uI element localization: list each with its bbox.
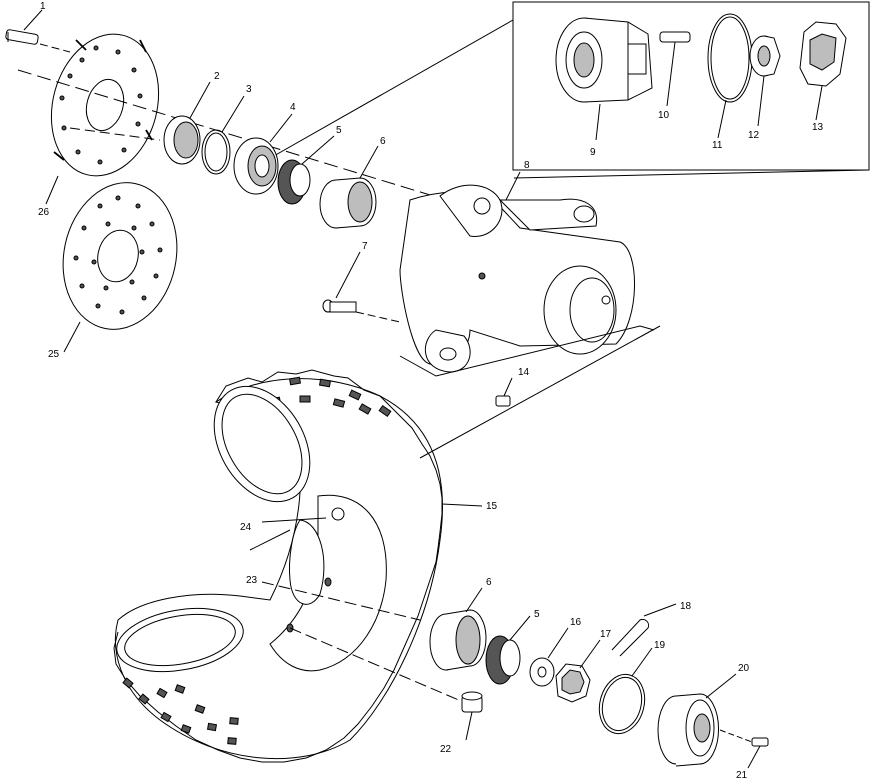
- callout-4: 4: [290, 102, 296, 113]
- callout-22: 22: [440, 744, 452, 755]
- callout-24: 24: [240, 522, 252, 533]
- part-5-bearing-lower: [485, 615, 531, 685]
- callout-1: 1: [40, 1, 46, 12]
- part-18-cotter-pin: [611, 603, 677, 657]
- part-6-race-upper: [319, 145, 379, 229]
- part-11-snap-ring: [707, 13, 753, 139]
- callout-12: 12: [748, 130, 760, 141]
- callout-14: 14: [518, 367, 530, 378]
- callout-3: 3: [246, 84, 252, 95]
- part-6-race-lower: [429, 587, 487, 671]
- part-23-wheel-rim: [116, 385, 469, 705]
- part-10-stud: [659, 31, 691, 107]
- part-12-spacer: [749, 35, 781, 127]
- callout-15: 15: [486, 501, 498, 512]
- part-17-castle-nut: [555, 639, 601, 703]
- callout-7: 7: [362, 241, 368, 252]
- part-20-hub-cap: [657, 673, 737, 767]
- callout-13: 13: [812, 122, 824, 133]
- part-5-bearing: [277, 135, 335, 205]
- part-25-brake-disc: [62, 182, 178, 353]
- part-22-valve-stem: [461, 691, 483, 741]
- part-19-o-ring: [598, 647, 653, 735]
- callout-8: 8: [524, 160, 530, 171]
- callout-23: 23: [246, 575, 258, 586]
- axis-line-upper-2: [69, 127, 161, 141]
- part-4-hub: [233, 113, 293, 195]
- callout-16: 16: [570, 617, 582, 628]
- callout-labels: 1 2 3 4 5 6 7 8 9 10 11 12 13 14 15 16 1…: [38, 1, 824, 779]
- part-14-grease-fitting: [495, 377, 513, 407]
- callout-26: 26: [38, 207, 50, 218]
- part-3-snap-ring: [201, 95, 245, 175]
- part-9-hub-detail: [555, 17, 653, 141]
- callout-17: 17: [600, 629, 612, 640]
- part-26-brake-disc: [45, 33, 160, 205]
- callout-25: 25: [48, 349, 60, 360]
- callout-11: 11: [712, 140, 723, 151]
- part-16-washer: [529, 627, 569, 687]
- axis-line-upper: [17, 69, 441, 199]
- part-8-steering-knuckle: [399, 171, 655, 377]
- part-21-screw: [719, 729, 769, 769]
- callout-6-lower: 6: [486, 577, 492, 588]
- callout-5: 5: [336, 125, 342, 136]
- detail-inset: [257, 1, 870, 179]
- callout-5-lower: 5: [534, 609, 540, 620]
- part-2-seal: [163, 81, 211, 165]
- callout-6: 6: [380, 136, 386, 147]
- part-1-bolt: [5, 9, 71, 53]
- callout-18: 18: [680, 601, 692, 612]
- callout-21: 21: [736, 770, 748, 779]
- callout-20: 20: [738, 663, 750, 674]
- callout-19: 19: [654, 640, 666, 651]
- callout-2: 2: [214, 71, 220, 82]
- callout-10: 10: [658, 110, 670, 121]
- callout-9: 9: [590, 147, 596, 158]
- leader-knuckle-to-tire: [419, 325, 661, 459]
- part-13-hex-nut: [799, 21, 847, 121]
- part-7-bolt: [322, 251, 401, 323]
